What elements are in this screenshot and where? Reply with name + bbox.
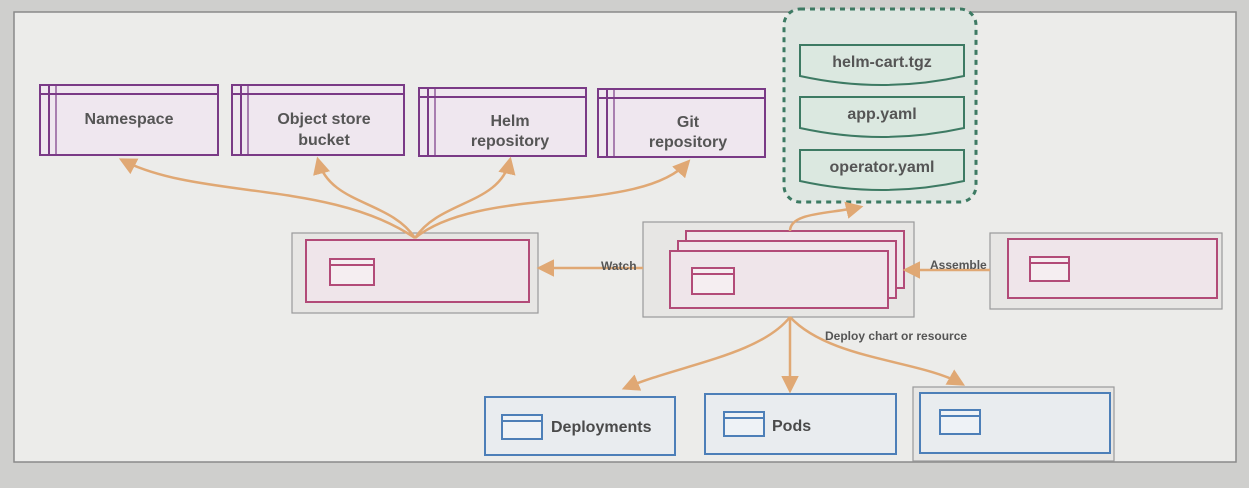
bottom-box-other (912, 386, 1115, 462)
assembler-component (989, 232, 1223, 310)
edge-label-watch: Watch (601, 259, 637, 273)
bottom-box-pods: Pods (704, 393, 897, 455)
watcher-component (291, 232, 539, 314)
window-icon (939, 409, 981, 435)
top-box-git-repository: Git repository (597, 88, 766, 158)
bottom-box-label: Deployments (551, 419, 652, 436)
file-item: app.yaml (799, 96, 965, 138)
top-box-label: Namespace (85, 111, 174, 128)
file-name: helm-cart.tgz (832, 54, 932, 71)
top-box-label-line2: repository (471, 133, 549, 150)
window-icon (1029, 256, 1070, 282)
arrow-to-git-repository (414, 159, 691, 239)
window-icon (329, 258, 375, 286)
window-icon (723, 411, 765, 437)
connectors (118, 156, 990, 394)
arrow-to-other (789, 316, 966, 386)
top-box-label-line2: bucket (298, 132, 350, 149)
arrow-to-helm-repository (413, 156, 516, 239)
arrow-to-deployments (621, 316, 791, 391)
operator-component (642, 221, 915, 318)
arrow-to-file-bundle (788, 201, 864, 232)
top-box-label: Helm (490, 113, 529, 130)
file-name: app.yaml (847, 106, 916, 123)
file-bundle: helm-cart.tgz app.yaml operator.yaml (782, 7, 978, 204)
edge-label-assemble: Assemble (930, 258, 987, 272)
top-box-label: Git (677, 114, 700, 131)
file-item: operator.yaml (799, 149, 965, 191)
top-box-namespace: Namespace (39, 84, 219, 156)
top-box-label-line2: repository (649, 134, 727, 151)
file-item: helm-cart.tgz (799, 44, 965, 86)
top-box-label: Object store (277, 111, 370, 128)
edge-label-deploy: Deploy chart or resource (825, 329, 967, 343)
arrow-to-object-store (313, 156, 417, 239)
file-name: operator.yaml (830, 159, 935, 176)
window-icon (501, 414, 543, 440)
bottom-box-label: Pods (772, 418, 811, 435)
bottom-box-deployments: Deployments (484, 396, 676, 456)
top-box-helm-repository: Helm repository (418, 87, 587, 157)
top-box-object-store: Object store bucket (231, 84, 405, 156)
window-icon (691, 267, 735, 295)
arrow-to-namespace (118, 158, 416, 240)
